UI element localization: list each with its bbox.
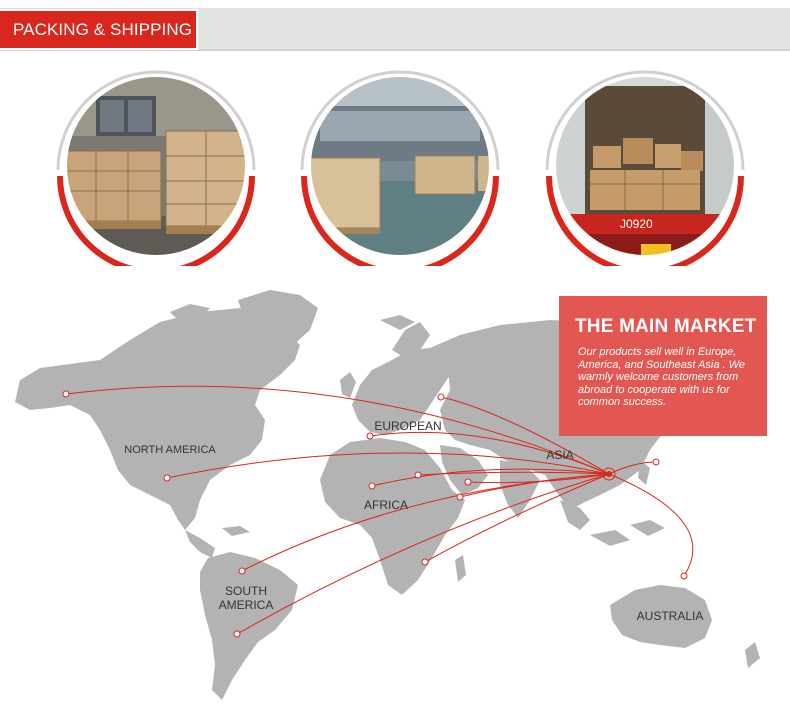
route-africa-west: [371, 468, 610, 487]
route-australia: [608, 473, 694, 577]
destination-dots: [62, 390, 688, 638]
route-south-america-south: [236, 473, 610, 635]
route-south-america-north: [241, 473, 610, 572]
header-divider: [0, 49, 790, 51]
route-japan: [608, 461, 657, 475]
main-market-box: THE MAIN MARKET Our products sell well i…: [559, 296, 767, 436]
warehouse-pallets-photo: [56, 66, 256, 266]
label-south-america-line2: AMERICA: [218, 598, 274, 612]
label-australia: AUSTRALIA: [636, 609, 704, 623]
section-title: PACKING & SHIPPING: [0, 9, 198, 50]
shipping-routes: [65, 385, 694, 635]
route-alaska: [65, 385, 610, 475]
main-market-title: THE MAIN MARKET: [575, 316, 757, 337]
label-north-america: NORTH AMERICA: [124, 444, 216, 456]
main-market-description: Our products sell well in Europe, Americ…: [578, 346, 745, 408]
wooden-crates-photo: [300, 66, 500, 266]
route-south-africa: [424, 473, 610, 563]
route-russia: [440, 396, 610, 475]
route-north-africa: [417, 471, 610, 476]
container-loading-photo: J0920: [545, 66, 745, 266]
label-asia: ASIA: [546, 448, 574, 462]
label-south-america-line1: SOUTH: [225, 584, 267, 598]
route-europe: [369, 431, 610, 475]
label-european: EUROPEAN: [374, 419, 442, 433]
route-north-america: [166, 452, 610, 479]
container-plate-text: J0920: [620, 217, 653, 231]
label-africa: AFRICA: [363, 498, 408, 512]
china-hub-marker: [602, 467, 616, 481]
